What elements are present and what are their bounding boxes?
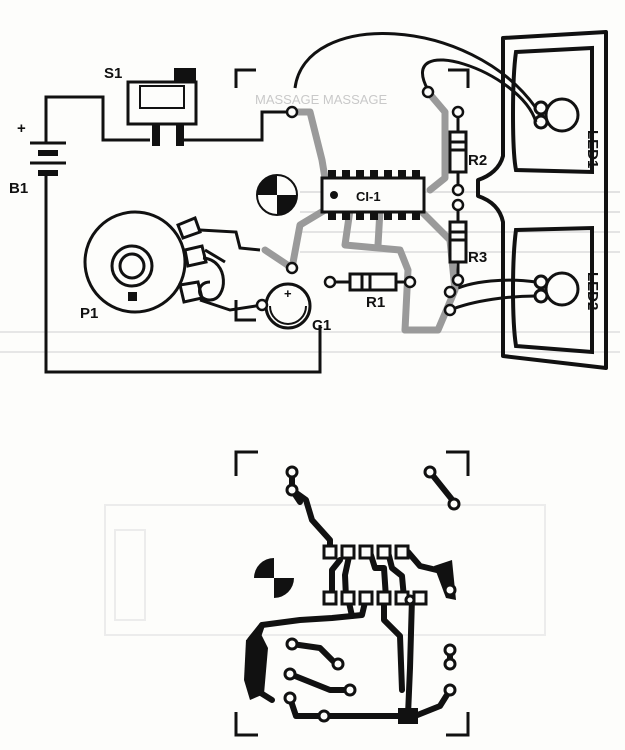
potentiometer-label: P1 xyxy=(80,305,98,322)
switch-label: S1 xyxy=(104,65,122,82)
led2: LED2 xyxy=(533,271,601,310)
r3-label: R3 xyxy=(468,249,487,266)
pcb-ic-pads xyxy=(322,544,428,606)
led2-label: LED2 xyxy=(584,272,601,310)
glasses-lens-2 xyxy=(511,225,594,355)
ic-ci1: CI-1 xyxy=(320,170,426,220)
assembly-view: LED1 LED2 xyxy=(9,30,608,374)
c1-plus: + xyxy=(284,286,292,301)
r1-label: R1 xyxy=(366,294,385,311)
wire-p1-ground xyxy=(199,298,263,312)
battery-label: B1 xyxy=(9,180,28,197)
pcb-bottom-pad-block xyxy=(398,708,418,724)
wire-led1-b xyxy=(421,58,538,123)
resistor-r3: R3 xyxy=(448,205,487,280)
bleed-text-massage: MASSAGE MASSAGE xyxy=(255,92,388,107)
glasses-lens-1 xyxy=(511,45,594,175)
capacitor-c1: + C1 xyxy=(264,282,331,334)
wire-led2-b xyxy=(449,294,537,312)
registration-mark-bottom xyxy=(254,558,294,598)
resistor-r2: R2 xyxy=(448,112,487,190)
wire-led1-a xyxy=(293,32,538,109)
top-board-pads xyxy=(255,85,465,317)
r2-label: R2 xyxy=(468,152,487,169)
bleed-through: MASSAGE MASSAGE xyxy=(0,92,620,636)
glasses-outline xyxy=(476,30,608,370)
switch-s1: S1 xyxy=(104,65,198,146)
pcb-layout xyxy=(234,450,470,737)
board-corners xyxy=(234,68,470,322)
wire-battery-switch xyxy=(44,95,150,143)
pcb-round-pads xyxy=(283,465,461,723)
potentiometer-p1: P1 xyxy=(80,210,261,322)
pcb-corners xyxy=(234,450,470,737)
wire-switch-board xyxy=(180,110,292,142)
pcb-ground-pour xyxy=(244,632,268,700)
resistor-r1: R1 xyxy=(330,272,410,311)
c1-label: C1 xyxy=(312,317,331,334)
wire-battery-ground xyxy=(44,173,322,374)
led1: LED1 xyxy=(533,97,601,168)
registration-mark-top xyxy=(256,174,298,216)
battery-plus: + xyxy=(17,120,26,137)
led1-label: LED1 xyxy=(584,130,601,168)
ic-label: CI-1 xyxy=(356,189,381,204)
battery-b1: + B1 xyxy=(9,120,66,197)
